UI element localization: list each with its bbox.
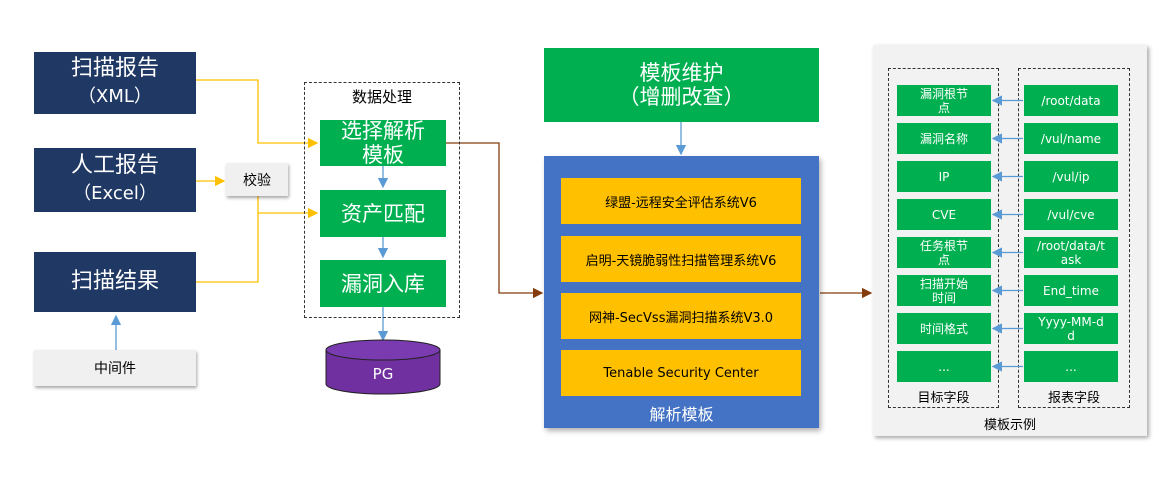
- validate-box: 校验: [226, 163, 288, 196]
- validate-label: 校验: [243, 172, 271, 189]
- target-field: IP: [897, 161, 991, 192]
- template-item-label: 网神-SecVss漏洞扫描系统V3.0: [588, 310, 774, 326]
- target-field-label: 时间格式: [919, 321, 968, 336]
- scan-report-sub: （XML）: [78, 86, 152, 107]
- select-template-box: 选择解析模板: [320, 119, 446, 167]
- template-item-venus: 启明-天镜脆弱性扫描管理系统V6: [561, 236, 801, 282]
- parse-templates-title: 解析模板: [649, 405, 714, 424]
- report-field: ...: [1024, 351, 1118, 382]
- target-field: CVE: [897, 199, 991, 230]
- target-field-label: 漏洞根节点: [919, 86, 968, 115]
- middleware-box: 中间件: [34, 350, 196, 386]
- template-item-label: Tenable Security Center: [603, 365, 759, 381]
- arrow-scan-report-to-select: [196, 79, 319, 149]
- scan-report-title: 扫描报告: [70, 56, 159, 81]
- report-field-label: /root/data/task: [1037, 238, 1105, 267]
- target-fields-label: 目标字段: [917, 391, 970, 406]
- report-field-label: /root/data: [1041, 93, 1101, 108]
- arrow-select-to-templates: [446, 142, 544, 299]
- asset-match-label: 资产匹配: [341, 201, 425, 226]
- scan-result-box: 扫描结果: [34, 252, 196, 312]
- arrow-result-to-asset: [196, 213, 259, 283]
- manual-report-title: 人工报告: [70, 153, 159, 178]
- target-field-label: 漏洞名称: [919, 131, 968, 146]
- target-field: 任务根节点: [897, 237, 991, 268]
- select-template-label: 选择解析模板: [341, 119, 425, 167]
- target-field: 时间格式: [897, 313, 991, 344]
- target-field-label: IP: [938, 169, 950, 184]
- template-item-nsfocus: 绿盟-远程安全评估系统V6: [561, 178, 801, 224]
- template-item-legendsec: 网神-SecVss漏洞扫描系统V3.0: [561, 293, 801, 339]
- report-field-label: End_time: [1043, 283, 1099, 298]
- vuln-store-box: 漏洞入库: [320, 260, 446, 307]
- target-field-label: ...: [938, 359, 950, 374]
- scan-result-title: 扫描结果: [70, 269, 159, 294]
- template-maintenance-title: 模板维护: [639, 61, 724, 85]
- template-item-label: 启明-天镜脆弱性扫描管理系统V6: [585, 253, 777, 269]
- target-field: ...: [897, 351, 991, 382]
- report-field-label: /vul/cve: [1047, 207, 1095, 222]
- target-fields-group: [888, 68, 999, 408]
- report-field: /vul/cve: [1024, 199, 1118, 230]
- middleware-label: 中间件: [94, 361, 136, 377]
- report-field-label: /vul/name: [1040, 131, 1102, 146]
- manual-report-box: 人工报告 （Excel）: [34, 148, 196, 212]
- manual-report-sub: （Excel）: [73, 183, 157, 204]
- processing-title: 数据处理: [351, 88, 412, 106]
- report-field: /vul/ip: [1024, 161, 1118, 192]
- template-example-title: 模板示例: [983, 418, 1036, 433]
- report-fields-group: [1018, 68, 1130, 408]
- report-field-label: ...: [1065, 359, 1077, 374]
- target-field: 扫描开始时间: [897, 275, 991, 306]
- template-maintenance-box: 模板维护 （增删改查）: [544, 48, 819, 122]
- scan-report-box: 扫描报告 （XML）: [34, 52, 196, 114]
- report-field: End_time: [1024, 275, 1118, 306]
- processing-group: [304, 82, 460, 318]
- target-field-label: 扫描开始时间: [919, 276, 968, 305]
- report-fields-label: 报表字段: [1047, 391, 1100, 406]
- target-field: 漏洞名称: [897, 123, 991, 154]
- target-field-label: 任务根节点: [919, 238, 968, 267]
- asset-match-box: 资产匹配: [320, 190, 446, 237]
- target-field-label: CVE: [931, 207, 957, 222]
- report-field: /root/data/task: [1024, 237, 1118, 268]
- vuln-store-label: 漏洞入库: [341, 271, 425, 296]
- report-field-label: Yyyy-MM-dd: [1038, 314, 1104, 343]
- target-field: 漏洞根节点: [897, 85, 991, 116]
- report-field: /vul/name: [1024, 123, 1118, 154]
- report-field: /root/data: [1024, 85, 1118, 116]
- template-item-tenable: Tenable Security Center: [561, 350, 801, 396]
- report-field-label: /vul/ip: [1052, 169, 1090, 184]
- report-field: Yyyy-MM-dd: [1024, 313, 1118, 344]
- template-maintenance-sub: （增删改查）: [618, 85, 745, 109]
- template-item-label: 绿盟-远程安全评估系统V6: [605, 195, 757, 211]
